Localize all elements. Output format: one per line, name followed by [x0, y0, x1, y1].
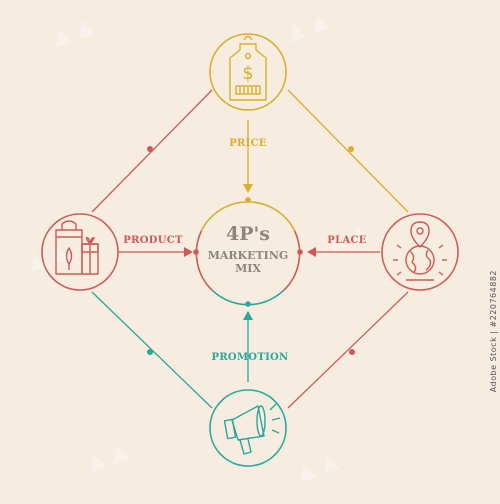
center-title-main: 4P's [226, 223, 270, 245]
node-promotion-label: PROMOTION [212, 352, 289, 363]
node-product-label: PRODUCT [123, 235, 183, 246]
center-dot-left [193, 249, 199, 255]
node-place: PLACE [327, 213, 459, 291]
dot-place-promotion [349, 349, 355, 355]
dot-product-price [147, 146, 153, 152]
arrow-place-head [307, 247, 316, 257]
dot-product-promotion [147, 349, 153, 355]
arrow-product-head [184, 247, 193, 257]
arrows [118, 120, 380, 382]
svg-text:▲ ▲: ▲ ▲ [84, 438, 132, 476]
center-title-line3: MIX [235, 262, 261, 275]
center-title-line2: MARKETING [208, 249, 289, 262]
center-arc-right [282, 230, 301, 292]
center-dot-right [297, 249, 303, 255]
center-circle [193, 197, 303, 307]
globe-location-pin-icon [393, 221, 447, 281]
node-place-circle [381, 213, 459, 291]
dot-price-place [348, 146, 354, 152]
stock-watermark-id: Adobe Stock | #220764882 [489, 270, 498, 393]
node-promotion: PROMOTION [209, 352, 289, 467]
arrow-promotion-head [243, 311, 253, 320]
svg-text:$: $ [242, 63, 253, 84]
megaphone-icon [223, 403, 281, 455]
center-title: 4P's MARKETING MIX [208, 223, 289, 275]
center-arc-left [195, 230, 214, 292]
price-tag-icon: $ [229, 35, 267, 101]
node-price-circle [209, 33, 287, 111]
shopping-bag-gift-icon [55, 220, 99, 275]
center-dot-bottom [245, 301, 251, 307]
node-product-circle [41, 213, 119, 291]
line-place-promotion [287, 291, 409, 409]
line-price-place [287, 89, 409, 213]
node-place-label: PLACE [327, 235, 366, 246]
connector-dots [147, 146, 355, 355]
node-promotion-circle [209, 389, 287, 467]
node-price-label: PRICE [229, 138, 267, 149]
svg-text:▲ ▲: ▲ ▲ [294, 448, 342, 486]
svg-text:▲ ▲: ▲ ▲ [284, 8, 332, 46]
watermark-pattern: ▲ ▲ ▲ ▲ ▲ ▲ ▲ ▲ ▲ ▲ ▲ ▲ [24, 8, 372, 486]
arrow-price-head [243, 184, 253, 193]
center-dot-top [245, 197, 251, 203]
node-price: $ PRICE [209, 33, 287, 149]
svg-text:▲ ▲: ▲ ▲ [49, 13, 97, 51]
node-product: PRODUCT [41, 213, 183, 291]
